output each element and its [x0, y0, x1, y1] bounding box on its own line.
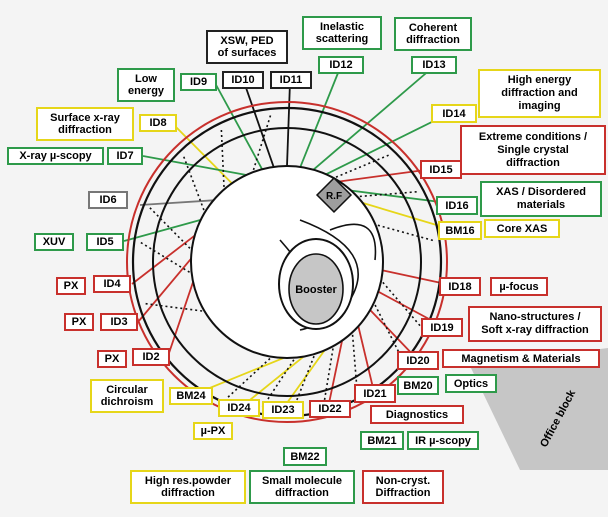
beamline-id19: ID19	[421, 318, 463, 337]
beamline-id11: ID11	[270, 71, 312, 89]
beamline-ray	[243, 81, 275, 168]
bending-magnet-ray	[377, 224, 436, 242]
rf-label: R.F	[326, 191, 342, 202]
beamline-id21: ID21	[354, 384, 396, 403]
label-xsw-ped: XSW, PED of surfaces	[206, 30, 288, 64]
label-u-focus: µ-focus	[490, 277, 548, 296]
label-magnetism-materials: Magnetism & Materials	[442, 349, 600, 368]
label-non-cryst: Non-cryst. Diffraction	[362, 470, 444, 504]
beamline-id2: ID2	[132, 348, 170, 366]
label-core-xas: Core XAS	[484, 219, 560, 238]
beamline-ray	[286, 81, 291, 167]
label-px-2: PX	[64, 313, 94, 331]
beamline-ray	[214, 82, 263, 170]
label-nano-structures: Nano-structures / Soft x-ray diffraction	[468, 306, 602, 342]
label-px-3: PX	[97, 350, 127, 368]
label-xas-disordered: XAS / Disordered materials	[480, 181, 602, 217]
beamline-id5: ID5	[86, 233, 124, 251]
beamline-id4: ID4	[93, 275, 131, 293]
beamline-id8: ID8	[139, 114, 177, 132]
bending-magnet-ray	[322, 348, 334, 408]
beamline-bm20: BM20	[397, 376, 439, 395]
outer-ring-red	[126, 101, 448, 423]
beamline-id24: ID24	[218, 399, 260, 417]
label-inelastic-scattering: Inelastic scattering	[302, 16, 382, 50]
booster-label: Booster	[295, 284, 337, 296]
beamline-ray	[139, 199, 214, 206]
label-diagnostics: Diagnostics	[370, 405, 464, 424]
booster-shape	[288, 253, 344, 325]
beamline-id10: ID10	[222, 71, 264, 89]
beamline-id6: ID6	[88, 191, 128, 209]
label-coherent-diffraction: Coherent diffraction	[394, 17, 472, 51]
beamline-bm24: BM24	[169, 387, 213, 405]
label-low-energy: Low energy	[117, 68, 175, 102]
beamline-ray	[299, 67, 341, 168]
bending-magnet-ray	[142, 302, 203, 312]
beamline-id14: ID14	[431, 104, 477, 123]
beamline-id20: ID20	[397, 351, 439, 370]
label-px-1: PX	[56, 277, 86, 295]
beamline-ray	[327, 340, 343, 409]
label-xray-uscopy: X-ray µ-scopy	[7, 147, 104, 165]
office-block-shape	[470, 348, 608, 470]
beamline-id23: ID23	[262, 401, 304, 419]
beamline-id9: ID9	[180, 73, 217, 91]
beamline-bm22: BM22	[283, 447, 327, 466]
beamline-ray	[312, 67, 433, 171]
label-high-res-powder: High res.powder diffraction	[130, 470, 246, 504]
label-ir-uscopy: IR µ-scopy	[407, 431, 479, 450]
beamline-id15: ID15	[420, 160, 462, 179]
beamline-bm16: BM16	[438, 221, 482, 240]
injection-curve	[299, 219, 359, 301]
inner-ring	[152, 127, 422, 397]
beamline-id7: ID7	[107, 147, 143, 165]
beamline-ray	[174, 125, 233, 184]
beamline-ray	[357, 326, 375, 393]
beamline-ray	[123, 219, 201, 242]
label-circular-dichroism: Circular dichroism	[90, 379, 164, 413]
beamline-id3: ID3	[100, 313, 138, 331]
beamline-ray	[137, 258, 192, 323]
label-u-px: µ-PX	[193, 422, 233, 440]
injection-curve	[329, 223, 377, 261]
label-high-energy: High energy diffraction and imaging	[478, 69, 601, 118]
label-small-molecule: Small molecule diffraction	[249, 470, 355, 504]
beamline-ray	[281, 349, 326, 411]
beamline-id18: ID18	[439, 277, 481, 296]
beamline-id16: ID16	[436, 196, 478, 215]
label-surface-xray: Surface x-ray diffraction	[36, 107, 134, 141]
label-extreme-conditions: Extreme conditions / Single crystal diff…	[460, 125, 606, 175]
beamline-id12: ID12	[318, 56, 364, 74]
bending-magnet-ray	[252, 112, 273, 171]
beamline-bm21: BM21	[360, 431, 404, 450]
beamline-id13: ID13	[411, 56, 457, 74]
label-optics: Optics	[445, 374, 497, 393]
beamline-ray	[167, 281, 194, 357]
rf-shape	[315, 176, 353, 214]
beamline-ray	[131, 234, 196, 285]
label-xuv: XUV	[34, 233, 74, 251]
bending-magnet-ray	[220, 127, 225, 187]
beamline-id22: ID22	[309, 400, 351, 418]
